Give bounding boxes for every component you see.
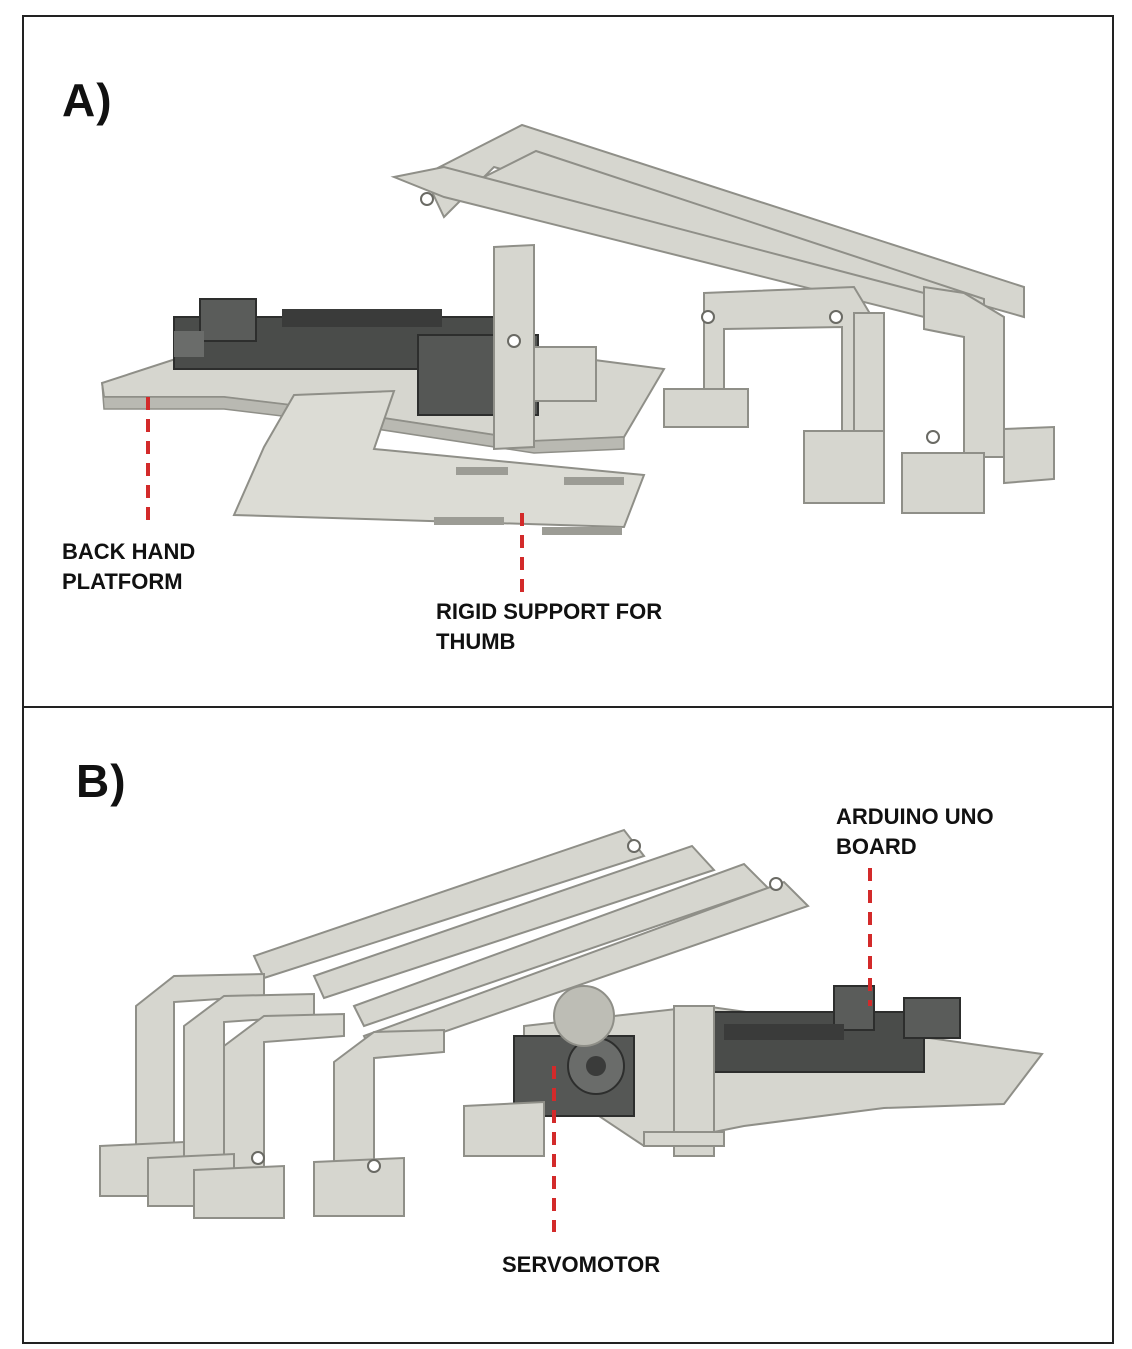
panel-a-illustration bbox=[100, 123, 1055, 597]
thumb-support bbox=[232, 389, 646, 529]
label-back-hand-line1: BACK HAND bbox=[62, 539, 196, 564]
arduino-board-a bbox=[173, 298, 495, 370]
arduino-board-b bbox=[703, 985, 961, 1073]
label-back-hand-platform: BACK HAND PLATFORM bbox=[62, 537, 195, 597]
label-thumb-line1: RIGID SUPPORT FOR bbox=[436, 599, 663, 624]
panel-a: A) BACK HAND PLATFORM RIGID SUPPORT FOR … bbox=[24, 17, 1112, 708]
panel-a-letter: A) bbox=[62, 74, 113, 126]
finger-linkages-b bbox=[99, 828, 810, 1219]
figure-frame: A) BACK HAND PLATFORM RIGID SUPPORT FOR … bbox=[22, 15, 1114, 1344]
finger-linkages-a bbox=[390, 123, 1055, 514]
label-arduino-board: ARDUINO UNO BOARD bbox=[836, 802, 994, 862]
panel-b: B) ARDUINO UNO BOARD SERVOMOTOR bbox=[24, 706, 1112, 1342]
label-thumb-line2: THUMB bbox=[436, 629, 516, 654]
label-arduino-line1: ARDUINO UNO bbox=[836, 804, 994, 829]
label-arduino-line2: BOARD bbox=[836, 834, 917, 859]
label-servomotor: SERVOMOTOR bbox=[502, 1252, 661, 1277]
panel-b-illustration bbox=[99, 828, 1044, 1232]
label-thumb-support: RIGID SUPPORT FOR THUMB bbox=[436, 597, 662, 657]
label-back-hand-line2: PLATFORM bbox=[62, 569, 183, 594]
servomotor-b bbox=[513, 985, 635, 1117]
panel-b-letter: B) bbox=[76, 755, 127, 807]
